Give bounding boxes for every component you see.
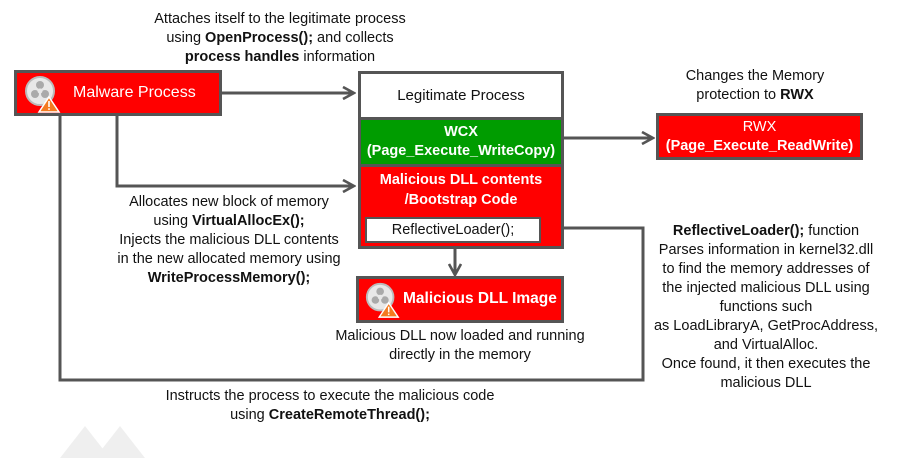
text: as LoadLibraryA, GetProcAddress, (653, 318, 879, 334)
text: and collects (313, 30, 394, 46)
api-open-process: OpenProcess(); (205, 30, 314, 46)
text: using (230, 407, 269, 423)
text: to find the memory addresses of (662, 261, 870, 277)
text-line: using VirtualAllocEx(); (99, 212, 359, 231)
malware-process-node: Malware Process (14, 70, 222, 116)
malicious-contents-label: Malicious DLL contents (379, 172, 543, 188)
bootstrap-code-label: /Bootstrap Code (404, 192, 518, 208)
biohazard-warning-icon (25, 76, 61, 113)
annotation-execute: Instructs the process to execute the mal… (130, 387, 530, 425)
api-create-remote-thread: CreateRemoteThread(); (268, 407, 430, 423)
legitimate-process-node: Legitimate Process (361, 74, 561, 117)
annotation-allocate: Allocates new block of memory using Virt… (99, 193, 359, 288)
text: Injects the malicious DLL contents (119, 232, 339, 248)
text: Allocates new block of memory (129, 194, 329, 210)
wcx-node: WCX (Page_Execute_WriteCopy) (361, 120, 561, 164)
rwx-node: RWX (Page_Execute_ReadWrite) (656, 113, 863, 160)
text: Parses information in kernel32.dll (658, 242, 874, 258)
text-line: using CreateRemoteThread(); (130, 406, 530, 425)
annotation-loaded: Malicious DLL now loaded and running dir… (310, 327, 610, 365)
legitimate-process-stack: Legitimate Process WCX (Page_Execute_Wri… (358, 71, 564, 249)
rwx-description: (Page_Execute_ReadWrite) (665, 137, 854, 154)
legitimate-process-label: Legitimate Process (397, 87, 525, 104)
text: functions such (719, 299, 813, 315)
malicious-contents-node: Malicious DLL contents /Bootstrap Code R… (361, 167, 561, 246)
reflective-loader-label: ReflectiveLoader(); (391, 222, 515, 238)
text: the injected malicious DLL using (662, 280, 870, 296)
annotation-memory-protection: Changes the Memory protection to RWX (655, 67, 855, 105)
api-virtual-alloc-ex: VirtualAllocEx(); (192, 213, 305, 229)
annotation-attach-line1: Attaches itself to the legitimate proces… (154, 11, 406, 27)
wcx-label: WCX (444, 124, 478, 140)
annotation-attach-line3: process handles information (130, 48, 430, 67)
text: in the new allocated memory using (117, 251, 341, 267)
connectors (58, 0, 897, 382)
biohazard-warning-icon (365, 282, 400, 318)
api-write-process-memory: WriteProcessMemory(); (147, 270, 311, 286)
text: directly in the memory (389, 347, 531, 363)
annotation-reflective-loader: ReflectiveLoader(); function Parses info… (640, 222, 892, 393)
arrow-virtual-alloc (115, 115, 353, 186)
text: Changes the Memory (685, 68, 825, 84)
text: malicious DLL (720, 375, 812, 391)
text: using (166, 30, 206, 46)
text: Once found, it then executes the (661, 356, 871, 372)
text: and VirtualAlloc. (713, 337, 819, 353)
bold-rwx: RWX (780, 87, 814, 103)
text: using (153, 213, 193, 229)
text-line: ReflectiveLoader(); function (640, 222, 892, 241)
api-reflective-loader: ReflectiveLoader(); (672, 223, 805, 239)
text: information (299, 49, 376, 65)
arrow-create-remote-thread (58, 115, 645, 382)
text-line: WriteProcessMemory(); (99, 269, 359, 288)
text: protection to (696, 87, 781, 103)
text: function (804, 223, 860, 239)
bold-process-handles: process handles (184, 49, 300, 65)
malware-process-label: Malware Process (73, 84, 196, 101)
malicious-dll-image-label: Malicious DLL Image (403, 290, 557, 307)
wcx-description: (Page_Execute_WriteCopy) (366, 143, 556, 159)
reflective-loader-node: ReflectiveLoader(); (365, 217, 541, 243)
malicious-dll-image-node: Malicious DLL Image (356, 276, 564, 323)
rwx-label: RWX (742, 118, 777, 135)
text: Malicious DLL now loaded and running (335, 328, 585, 344)
text: Instructs the process to execute the mal… (165, 388, 495, 404)
text-line: protection to RWX (655, 86, 855, 105)
annotation-attach-line2: using OpenProcess(); and collects (130, 29, 430, 48)
annotation-attach: Attaches itself to the legitimate proces… (130, 10, 430, 67)
watermark-logo (60, 426, 145, 458)
